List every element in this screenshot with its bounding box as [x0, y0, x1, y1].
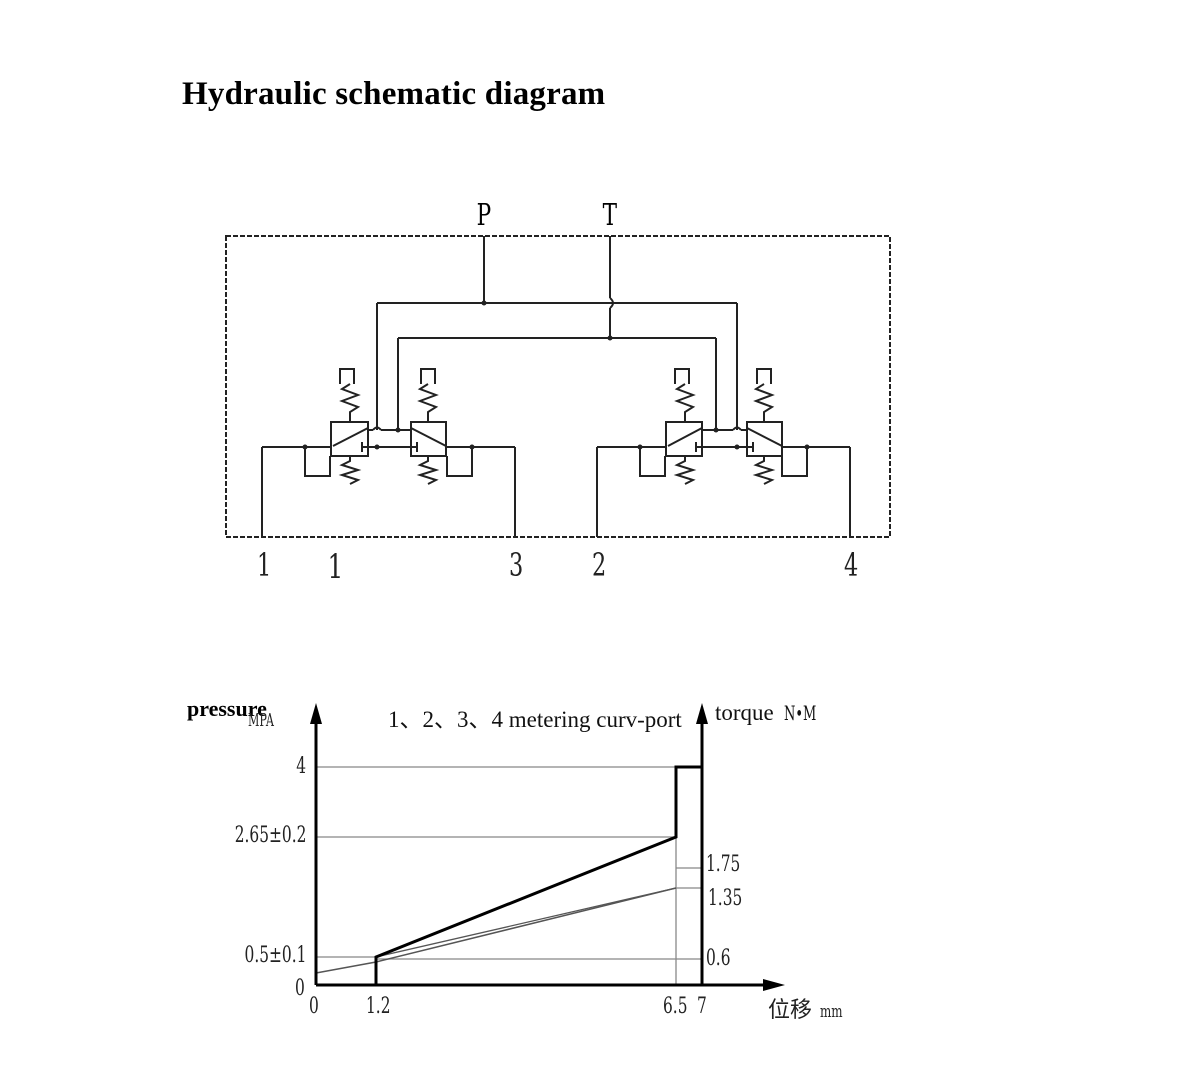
port-label-2: 2 — [592, 546, 607, 584]
hydraulic-schematic: P T — [225, 199, 891, 586]
torque-series-line — [315, 887, 677, 974]
y2-tick-0-6: 0.6 — [706, 946, 731, 971]
x-tick-1-2: 1.2 — [366, 994, 391, 1019]
y-axis-arrow-icon — [310, 703, 322, 724]
y2-axis-unit: N•M — [783, 701, 817, 725]
x-axis-unit: mm — [820, 1002, 843, 1022]
x-tick-6-5: 6.5 — [663, 994, 688, 1019]
x-tick-7: 7 — [697, 994, 707, 1019]
y-tick-0: 0 — [295, 976, 305, 1001]
y2-tick-1-35: 1.35 — [708, 886, 743, 911]
y-tick-4: 4 — [296, 754, 306, 779]
y-axis-label: pressure — [187, 696, 267, 721]
valve-block-boundary — [225, 235, 891, 538]
port-label-3: 3 — [509, 546, 524, 584]
y-tick-0-5: 0.5±0.1 — [244, 943, 306, 968]
y-tick-2-65: 2.65±0.2 — [234, 823, 306, 848]
x-tick-0: 0 — [309, 994, 319, 1019]
pressure-series-line — [374, 765, 702, 985]
left-valve-pair — [261, 368, 516, 537]
x-axis-label-text: 位移 — [768, 998, 813, 1023]
port-label-1: 1 — [328, 547, 344, 586]
y2-axis-arrow-icon — [696, 703, 708, 724]
page-title: Hydraulic schematic diagram — [182, 76, 606, 112]
port-label-4: 4 — [844, 546, 859, 584]
y2-tick-1-75: 1.75 — [706, 852, 741, 877]
y-axis-unit: MPA — [248, 710, 274, 731]
chart-title-text: 1、2、3、4 metering curv-port — [388, 707, 682, 732]
port-label-t: T — [603, 199, 618, 233]
right-valve-pair — [596, 368, 851, 537]
chart-title: 1、2、3、4 metering curv-port — [388, 700, 682, 734]
port-label-p: P — [477, 199, 492, 233]
x-axis-arrow-icon — [763, 979, 785, 991]
y2-axis-label: torque N•M — [715, 700, 834, 726]
port-label-1: 1 — [257, 546, 272, 584]
x-axis-label: 位移 mm — [768, 992, 852, 1024]
y2-axis-label-text: torque — [715, 700, 774, 725]
